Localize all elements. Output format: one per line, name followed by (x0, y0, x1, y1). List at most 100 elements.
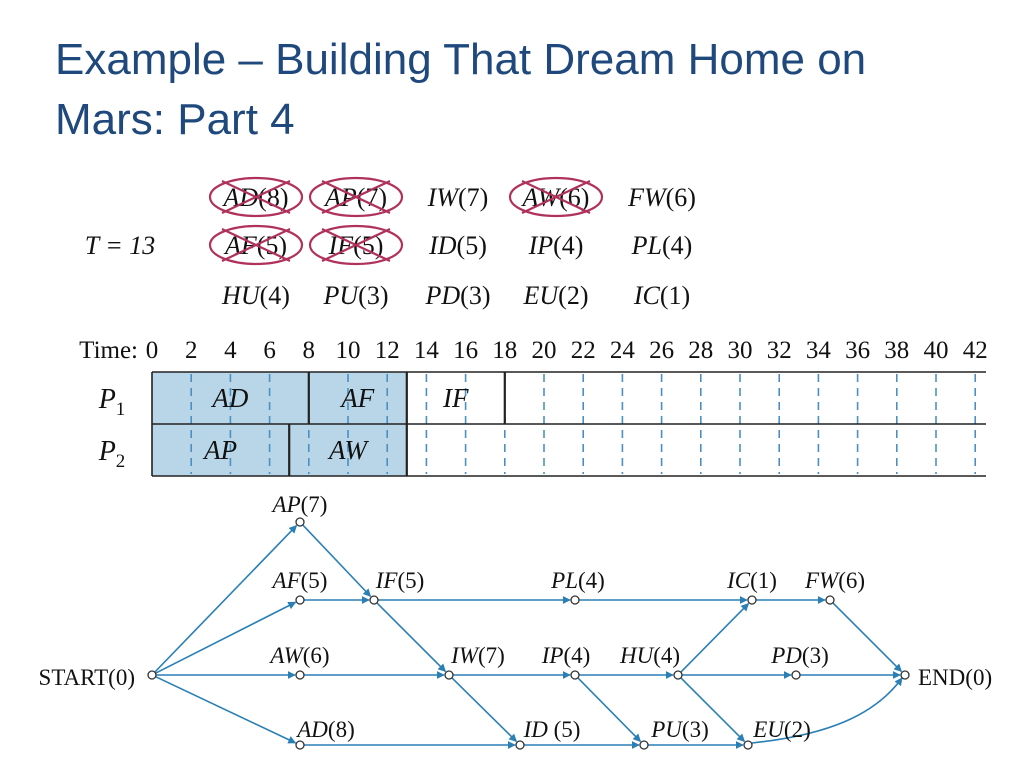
node-name: START (39, 665, 109, 690)
priority-item-duration: (4) (553, 231, 583, 260)
priority-item-HU: HU(4) (221, 281, 290, 310)
node-label-END: END(0) (918, 665, 992, 690)
node-label-PU: PU(3) (650, 717, 709, 742)
node-name: FW (804, 568, 840, 593)
strike-line (321, 228, 391, 262)
node-duration: (2) (784, 717, 811, 742)
node-EU (743, 740, 753, 750)
priority-item-name: IW (427, 183, 461, 212)
task-label-IF: IF (442, 383, 469, 413)
edge-EU-END (751, 677, 903, 744)
time-tick-label: 18 (492, 337, 517, 364)
node-name: EU (752, 717, 785, 742)
priority-item-label-AP: AP(7) (323, 183, 387, 212)
node-FW (825, 595, 835, 605)
priority-item-name: IP (528, 231, 554, 260)
node-IF (369, 595, 379, 605)
time-tick-label: 24 (610, 337, 636, 364)
priority-item-label-PD: PD(3) (425, 281, 491, 310)
node-label-AF: AF(5) (271, 568, 328, 593)
node-label-IF: IF(5) (375, 568, 425, 593)
node-duration: (5) (301, 568, 328, 593)
edge-START-AP (154, 525, 298, 673)
time-tick-label: 38 (884, 337, 909, 364)
priority-item-name: EU (523, 281, 561, 310)
priority-item-IF: IF(5) (308, 224, 404, 266)
node-AP (295, 517, 305, 527)
priority-item-name: ID (428, 231, 457, 260)
time-tick-label: 4 (224, 337, 237, 364)
edge-IP-PU (577, 677, 642, 743)
priority-item-IP: IP(4) (528, 231, 584, 260)
priority-item-label-IC: IC(1) (633, 281, 690, 310)
edge-START-AF (155, 601, 297, 674)
node-label-IP: IP(4) (541, 643, 591, 668)
priority-item-label-FW: FW(6) (627, 183, 696, 212)
time-tick-label: 20 (532, 337, 557, 364)
node-label-AP: AP(7) (271, 492, 328, 517)
edge-FW-END (832, 602, 903, 673)
priority-item-name: AP (323, 183, 357, 212)
priority-item-AD: AD(8) (208, 176, 304, 218)
time-tick-label: 8 (303, 337, 316, 364)
edge-AP-IF (302, 524, 372, 597)
priority-item-ID: ID(5) (428, 231, 487, 260)
priority-item-label-PU: PU(3) (323, 281, 389, 310)
node-name: AF (271, 568, 302, 593)
node-duration: (8) (328, 717, 355, 742)
node-PU (639, 740, 649, 750)
node-name: ID (523, 717, 549, 742)
node-name: IC (726, 568, 751, 593)
priority-item-duration: (6) (666, 183, 696, 212)
task-label-AD: AD (210, 383, 248, 413)
node-name: AP (271, 492, 301, 517)
processor-subscript: 1 (116, 399, 126, 420)
node-PL (570, 595, 580, 605)
node-name: PU (650, 717, 683, 742)
node-duration: (1) (750, 568, 777, 593)
strike-ellipse (208, 224, 304, 266)
time-tick-label: 34 (806, 337, 832, 364)
processor-name: P (98, 436, 116, 467)
node-duration: (7) (301, 492, 328, 517)
priority-item-name: FW (627, 183, 668, 212)
node-duration: (3) (802, 643, 829, 668)
node-PD (791, 670, 801, 680)
time-tick-label: 40 (924, 337, 949, 364)
task-label-AF: AF (339, 383, 374, 413)
priority-item-duration: (2) (558, 281, 588, 310)
node-name: PL (550, 568, 578, 593)
time-tick-label: 12 (375, 337, 400, 364)
priority-item-name: AD (222, 183, 259, 212)
priority-item-label-EU: EU(2) (523, 281, 589, 310)
node-name: IP (541, 643, 564, 668)
priority-item-duration: (5) (257, 231, 287, 260)
time-tick-label: 6 (263, 337, 276, 364)
node-name: PD (770, 643, 802, 668)
node-name: IF (375, 568, 399, 593)
node-label-AD: AD(8) (295, 717, 355, 742)
node-IW (444, 670, 454, 680)
time-tick-label: 42 (963, 337, 988, 364)
node-duration: (0) (965, 665, 992, 690)
priority-item-duration: (3) (358, 281, 388, 310)
priority-item-name: HU (221, 281, 262, 310)
priority-item-AF: AF(5) (208, 224, 304, 266)
time-tick-label: 2 (185, 337, 198, 364)
time-tick-label: 30 (728, 337, 753, 364)
node-ID (515, 740, 525, 750)
priority-item-IC: IC(1) (633, 281, 690, 310)
time-tick-label: 0 (146, 337, 159, 364)
current-time-label: T = 13 (85, 231, 156, 260)
processor-subscript: 2 (116, 451, 126, 472)
processor-name: P (98, 384, 116, 415)
priority-item-name: IC (633, 281, 661, 310)
priority-item-label-IW: IW(7) (427, 183, 489, 212)
node-label-START: START(0) (39, 665, 135, 690)
priority-item-duration: (7) (357, 183, 387, 212)
priority-item-label-AF: AF(5) (223, 231, 287, 260)
edge-IW-ID (451, 677, 518, 743)
node-duration: (0) (108, 665, 135, 690)
node-name: AD (295, 717, 328, 742)
priority-item-duration: (5) (457, 231, 487, 260)
